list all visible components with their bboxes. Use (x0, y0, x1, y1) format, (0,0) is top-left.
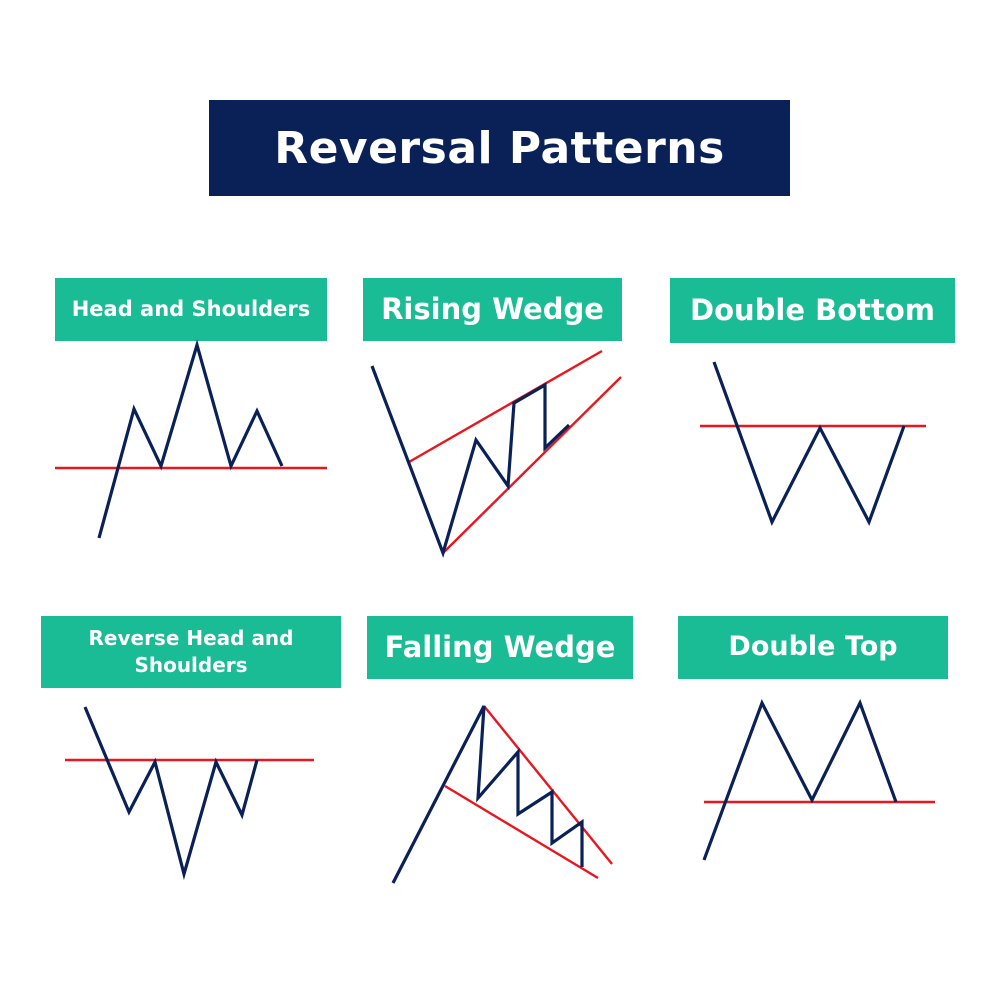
head-and-shoulders-label: Head and Shoulders (55, 278, 327, 341)
double-top-label: Double Top (678, 616, 948, 679)
double-bottom-label: Double Bottom (670, 278, 955, 343)
price-line (370, 365, 571, 559)
falling-wedge-label: Falling Wedge (367, 616, 633, 679)
upper-trend-line (408, 349, 603, 464)
price-line (702, 698, 898, 861)
double-top-pattern (702, 698, 935, 861)
upper-trend-line (483, 705, 613, 865)
price-line (83, 706, 259, 881)
lower-trend-line (442, 376, 622, 554)
price-line (391, 705, 584, 884)
rising-wedge-pattern (370, 349, 622, 559)
page-title: Reversal Patterns (209, 100, 790, 196)
lower-trend-line (444, 784, 599, 880)
falling-wedge-pattern (391, 705, 613, 884)
reverse-head-and-shoulders-pattern (65, 706, 314, 881)
price-line (712, 361, 906, 527)
head-and-shoulders-pattern (55, 339, 327, 539)
reverse-head-and-shoulders-label: Reverse Head and Shoulders (41, 616, 341, 688)
double-bottom-pattern (700, 361, 926, 527)
price-line (97, 339, 284, 539)
rising-wedge-label: Rising Wedge (363, 278, 622, 341)
